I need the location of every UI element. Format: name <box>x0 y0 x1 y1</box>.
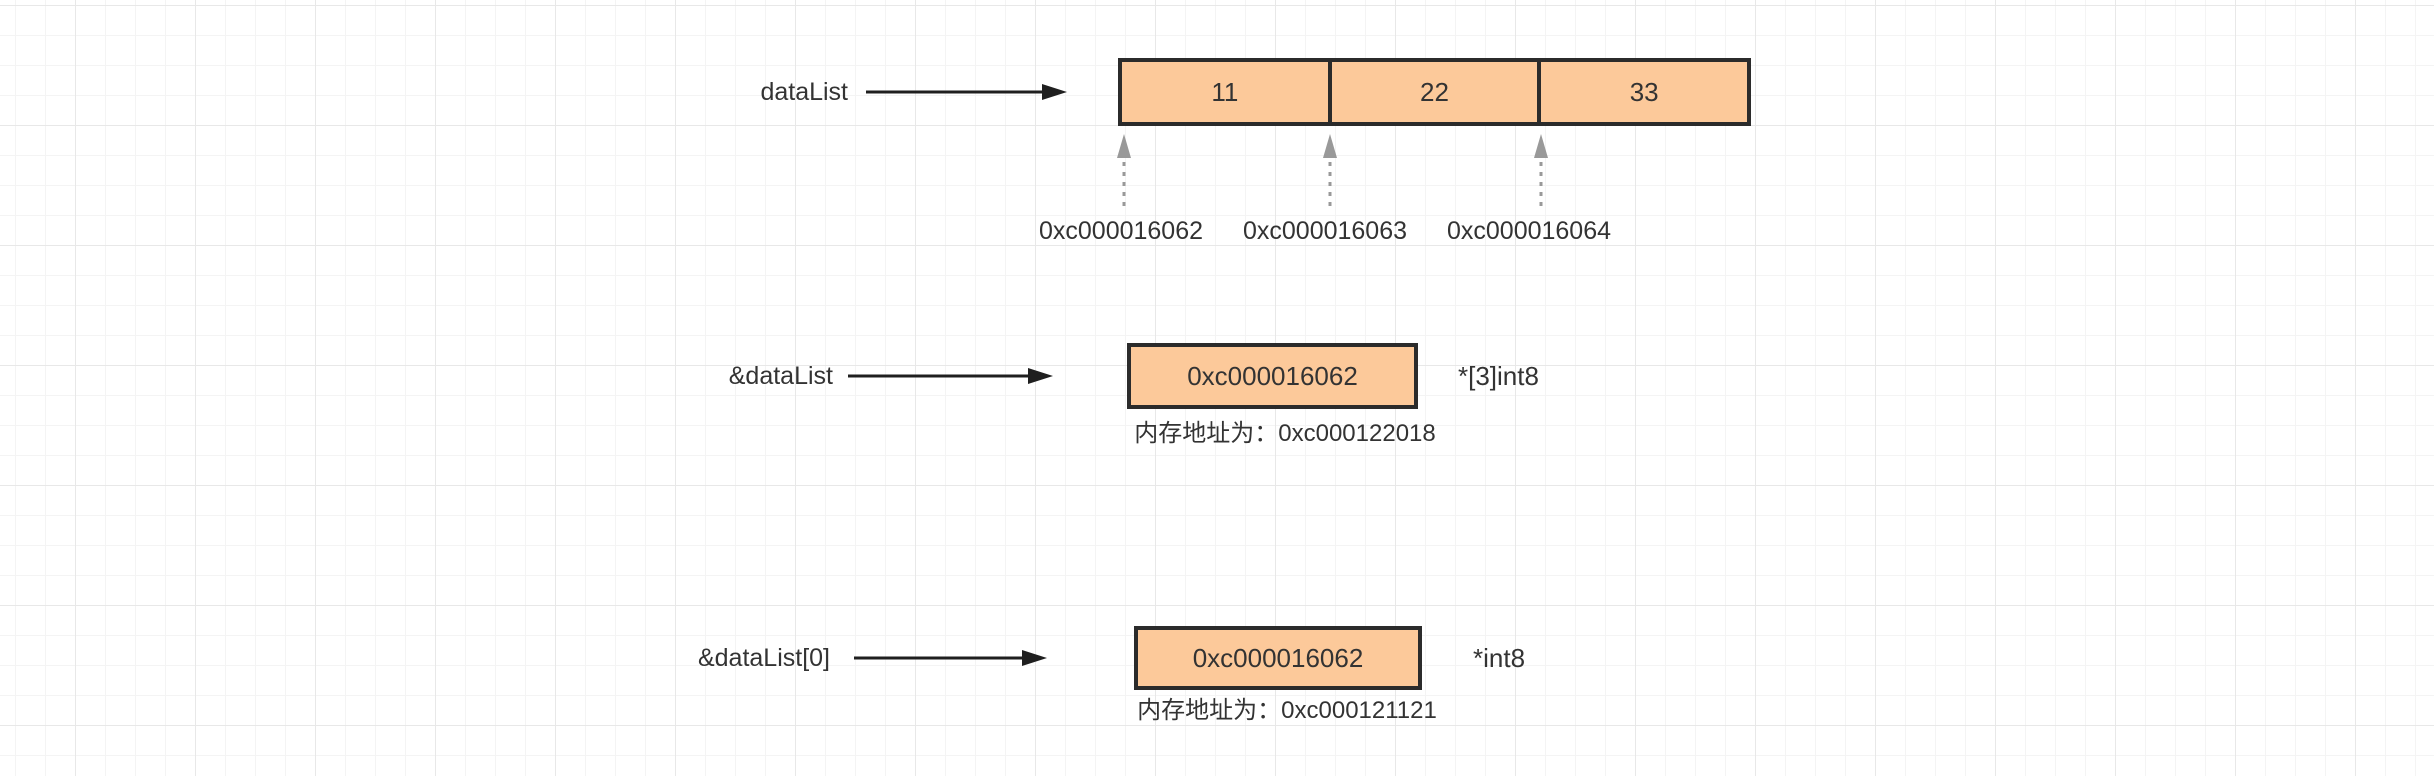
array-cell-value: 22 <box>1420 76 1449 107</box>
cell-address-label: 0xc000016062 <box>1038 217 1204 245</box>
pointer-value-box: 0xc000016062 <box>1127 343 1418 409</box>
arrow-right-icon <box>854 650 1047 666</box>
array-cell: 33 <box>1537 62 1747 122</box>
element-pointer-type-label: *int8 <box>1473 643 1526 673</box>
array-box: 11 22 33 <box>1118 58 1751 126</box>
array-cell: 22 <box>1327 62 1538 122</box>
arrow-right-icon <box>848 368 1053 384</box>
pointer-value: 0xc000016062 <box>1187 360 1358 391</box>
cell-address-label: 0xc000016064 <box>1446 217 1612 245</box>
element-pointer-variable-label: &dataList[0] <box>697 644 830 672</box>
arrow-right-icon <box>866 84 1067 100</box>
array-cell-value: 11 <box>1211 76 1239 107</box>
array-cell-value: 33 <box>1629 76 1659 107</box>
element-pointer-value-box: 0xc000016062 <box>1134 626 1422 690</box>
pointer-variable-label: &dataList <box>728 362 833 390</box>
array-cell: 11 <box>1122 62 1328 122</box>
pointer-type-label: *[3]int8 <box>1458 361 1539 391</box>
dotted-arrow-up-icon <box>1117 134 1131 210</box>
dotted-arrow-up-icon <box>1534 134 1548 210</box>
dotted-arrow-up-icon <box>1323 134 1337 210</box>
element-pointer-value: 0xc000016062 <box>1192 642 1364 673</box>
array-variable-label: dataList <box>760 78 848 106</box>
memory-address-caption: 内存地址为：0xc000122018 <box>1134 420 1436 447</box>
memory-address-caption: 内存地址为：0xc000121121 <box>1137 697 1437 724</box>
cell-address-label: 0xc000016063 <box>1242 217 1408 245</box>
